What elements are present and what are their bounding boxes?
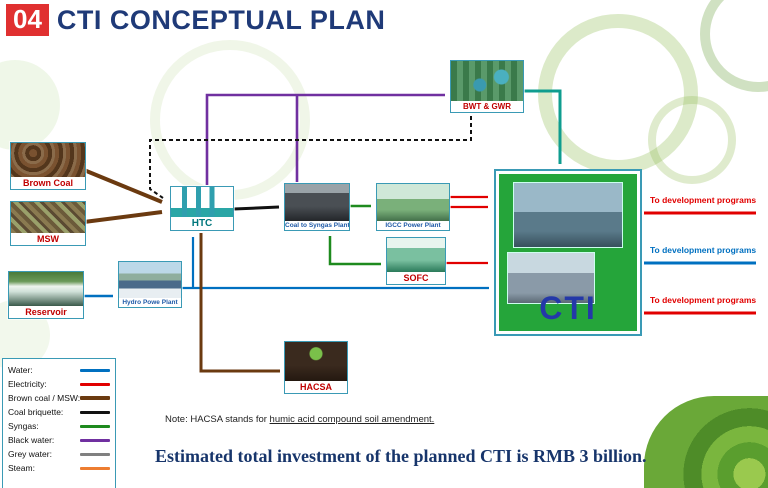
node-hacsa: HACSA — [284, 341, 348, 394]
decor-ring-top-right — [538, 14, 698, 174]
output-label-bottom: To development programs — [650, 295, 757, 305]
node-sofc: SOFC — [386, 237, 446, 285]
edge-bwt-cti — [523, 89, 562, 164]
igcc-label: IGCC Power Plant — [377, 221, 449, 230]
htc-image — [171, 187, 233, 217]
power-plant-photo-1 — [513, 182, 623, 248]
legend-swatch — [80, 424, 110, 428]
reservoir-label: Reservoir — [9, 306, 83, 318]
legend-swatch — [80, 368, 110, 372]
bwt-gwr-label: BWT & GWR — [451, 101, 523, 112]
legend-item-syngas: Syngas: — [8, 419, 110, 433]
note: Note: HACSA stands for humic acid compou… — [165, 414, 434, 425]
edge-htc-bwt — [205, 93, 445, 185]
legend-swatch — [80, 382, 110, 386]
legend-label: Grey water: — [8, 449, 52, 459]
legend-item-electricity: Electricity: — [8, 377, 110, 391]
edge-brown-coal-htc — [83, 168, 163, 204]
edge-msw-htc — [83, 210, 163, 224]
decor-grass-corner — [644, 396, 768, 488]
node-reservoir: Reservoir — [8, 271, 84, 319]
legend-swatch — [80, 452, 110, 456]
node-coal-to-syngas: Coal to Syngas Plant — [284, 183, 350, 231]
cti-green-box: CTI — [499, 174, 637, 331]
legend-label: Steam: — [8, 463, 35, 473]
legend-label: Black water: — [8, 435, 55, 445]
output-label-middle: To development programs — [650, 245, 757, 255]
title-bar: 04 CTI CONCEPTUAL PLAN — [6, 4, 385, 36]
legend-item-brown-coal-msw: Brown coal / MSW: — [8, 391, 110, 405]
legend-swatch — [80, 466, 110, 470]
legend-swatch — [80, 396, 110, 400]
hydro-label: Hydro Powe Plant — [119, 298, 181, 307]
power-plant-photo-2 — [507, 252, 595, 304]
decor-ring-center — [150, 40, 310, 200]
node-hydro: Hydro Powe Plant — [118, 261, 182, 308]
legend-label: Brown coal / MSW: — [8, 393, 81, 403]
legend-item-black-water: Black water: — [8, 433, 110, 447]
legend-label: Electricity: — [8, 379, 47, 389]
note-prefix: Note: HACSA stands for — [165, 414, 270, 425]
output-label-top: To development programs — [650, 195, 757, 205]
legend-swatch — [80, 410, 110, 414]
slide-number: 04 — [6, 4, 49, 36]
edge-syngas-sofc — [328, 236, 381, 266]
page-title: CTI CONCEPTUAL PLAN — [56, 4, 386, 35]
decor-ring-corner — [700, 0, 768, 92]
note-underlined: humic acid compound soil amendment. — [269, 414, 435, 425]
node-brown-coal: Brown Coal — [10, 142, 86, 190]
hacsa-label: HACSA — [285, 381, 347, 393]
node-htc: HTC — [170, 186, 234, 231]
coal-to-syngas-image — [285, 184, 349, 221]
node-igcc: IGCC Power Plant — [376, 183, 450, 231]
investment-statement: Estimated total investment of the planne… — [155, 446, 647, 466]
legend-item-grey-water: Grey water: — [8, 447, 110, 461]
msw-image — [11, 202, 85, 233]
node-msw: MSW — [10, 201, 86, 246]
cti-label: CTI — [539, 290, 597, 326]
legend-item-steam: Steam: — [8, 461, 110, 475]
igcc-image — [377, 184, 449, 221]
legend-label: Syngas: — [8, 421, 39, 431]
coal-to-syngas-label: Coal to Syngas Plant — [285, 221, 349, 230]
brown-coal-label: Brown Coal — [11, 177, 85, 189]
bwt-gwr-image — [451, 61, 523, 101]
decor-leaf-left-top — [0, 60, 60, 150]
node-bwt-gwr: BWT & GWR — [450, 60, 524, 113]
edge-htc-hacsa — [199, 233, 280, 373]
edge-htc-syngas — [233, 205, 280, 211]
decor-ring-right — [648, 96, 736, 184]
legend-label: Water: — [8, 365, 33, 375]
sofc-label: SOFC — [387, 272, 445, 284]
hydro-image — [119, 262, 181, 298]
htc-label: HTC — [171, 217, 233, 230]
sofc-image — [387, 238, 445, 272]
node-cti: CTI — [494, 169, 642, 336]
brown-coal-image — [11, 143, 85, 177]
legend-label: Coal briquette: — [8, 407, 64, 417]
legend-item-coal-briquette: Coal briquette: — [8, 405, 110, 419]
legend-item-water: Water: — [8, 363, 110, 377]
hacsa-image — [285, 342, 347, 381]
reservoir-image — [9, 272, 83, 306]
legend: Water: Electricity: Brown coal / MSW: Co… — [2, 358, 116, 488]
msw-label: MSW — [11, 233, 85, 245]
legend-swatch — [80, 438, 110, 442]
